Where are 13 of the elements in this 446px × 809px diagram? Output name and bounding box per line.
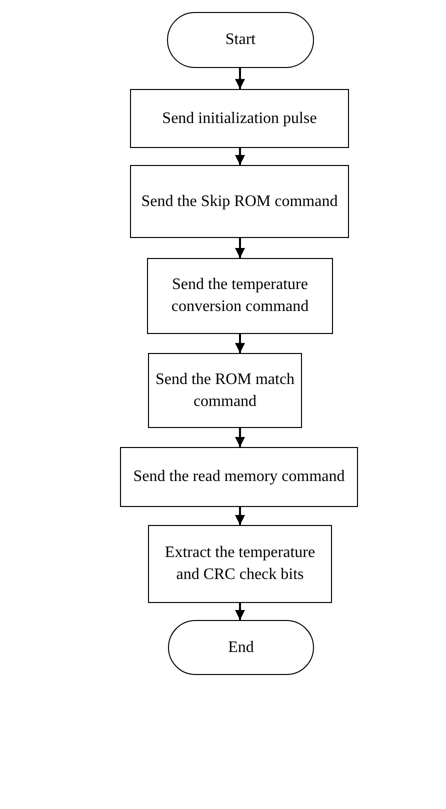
process-box: Extract the temperature and CRC check bits	[148, 525, 332, 603]
process-box: Send the read memory command	[120, 447, 358, 507]
arrow	[235, 148, 245, 165]
arrow	[235, 68, 245, 89]
process-box: Send the Skip ROM command	[130, 165, 349, 238]
arrow	[235, 334, 245, 353]
arrow	[235, 507, 245, 525]
arrow	[235, 238, 245, 258]
arrow	[235, 428, 245, 447]
process-box: Send the temperature conversion command	[147, 258, 333, 334]
process-box: Send the ROM match command	[148, 353, 302, 428]
arrow	[235, 603, 245, 620]
process-box: Send initialization pulse	[130, 89, 349, 148]
